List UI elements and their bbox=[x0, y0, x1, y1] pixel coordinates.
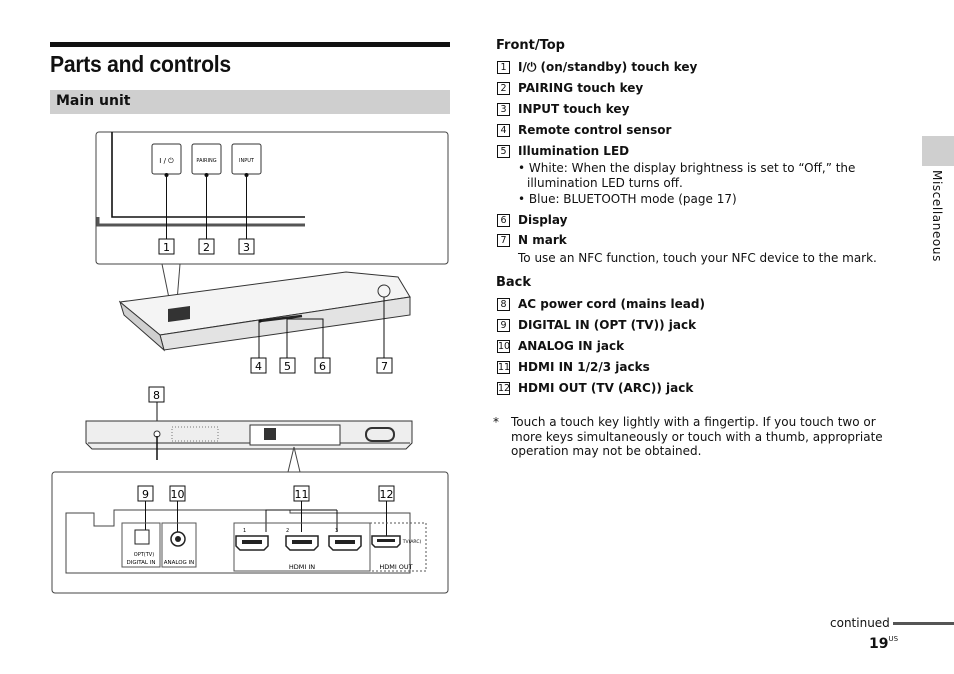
svg-text:7: 7 bbox=[381, 360, 388, 373]
svg-text:2: 2 bbox=[203, 241, 210, 254]
continued-label: continued bbox=[830, 616, 890, 630]
svg-text:4: 4 bbox=[255, 360, 262, 373]
svg-text:1: 1 bbox=[243, 528, 246, 534]
touch-key-power: I / ⏻ bbox=[151, 143, 182, 177]
touch-key-detail-box bbox=[95, 131, 449, 265]
svg-text:DIGITAL IN: DIGITAL IN bbox=[127, 560, 156, 566]
page-title: Parts and controls bbox=[50, 51, 231, 77]
callout-5: 5 bbox=[279, 357, 296, 374]
svg-text:8: 8 bbox=[153, 389, 160, 402]
speaker-unit-front bbox=[118, 271, 411, 352]
callout-4: 4 bbox=[250, 357, 267, 374]
title-rule bbox=[50, 42, 450, 47]
side-tab-label: Miscellaneous bbox=[930, 170, 944, 262]
section-bar bbox=[50, 90, 450, 114]
svg-text:6: 6 bbox=[319, 360, 326, 373]
svg-text:INPUT: INPUT bbox=[239, 158, 255, 164]
svg-text:3: 3 bbox=[335, 528, 338, 534]
main-unit-illustration: I / ⏻ PAIRING INPUT 1 2 3 4 5 6 7 8 bbox=[51, 131, 449, 594]
callout-12: 12 bbox=[378, 485, 395, 502]
callout-9: 9 bbox=[137, 485, 154, 502]
led-note-blue: • Blue: BLUETOOTH mode (page 17) bbox=[518, 192, 737, 206]
touch-key-input: INPUT bbox=[231, 143, 262, 177]
side-tab-marker bbox=[922, 136, 954, 166]
svg-text:OPT(TV): OPT(TV) bbox=[134, 552, 154, 558]
section-title: Main unit bbox=[56, 93, 131, 109]
analog-in-jack: ANALOG IN bbox=[161, 522, 197, 568]
callout-8: 8 bbox=[148, 386, 165, 403]
callout-3: 3 bbox=[238, 238, 255, 255]
page-number: 19US bbox=[869, 635, 899, 652]
led-note-white-cont: illumination LED turns off. bbox=[527, 176, 683, 190]
svg-text:9: 9 bbox=[142, 488, 149, 501]
svg-text:11: 11 bbox=[295, 488, 309, 501]
svg-text:HDMI OUT: HDMI OUT bbox=[379, 563, 412, 571]
speaker-unit-back bbox=[85, 420, 413, 450]
footnote-mark: * bbox=[493, 415, 499, 429]
callout-11: 11 bbox=[293, 485, 310, 502]
svg-text:10: 10 bbox=[171, 488, 185, 501]
hdmi-out-jack: TV(ARC) HDMI OUT bbox=[369, 522, 427, 572]
page-suffix: US bbox=[888, 635, 899, 643]
touch-key-pairing: PAIRING bbox=[191, 143, 222, 177]
footnote: * Touch a touch key lightly with a finge… bbox=[493, 415, 888, 459]
svg-text:1: 1 bbox=[163, 241, 170, 254]
svg-text:5: 5 bbox=[284, 360, 291, 373]
callout-1: 1 bbox=[158, 238, 175, 255]
callout-6: 6 bbox=[314, 357, 331, 374]
jack-detail-box bbox=[51, 471, 449, 594]
svg-text:I / ⏻: I / ⏻ bbox=[159, 157, 174, 165]
callout-2: 2 bbox=[198, 238, 215, 255]
digital-in-jack: OPT(TV) DIGITAL IN bbox=[121, 522, 161, 568]
svg-text:HDMI IN: HDMI IN bbox=[289, 563, 315, 571]
svg-text:2: 2 bbox=[286, 528, 289, 534]
front-top-heading: Front/Top bbox=[496, 38, 565, 53]
svg-text:ANALOG IN: ANALOG IN bbox=[164, 560, 195, 566]
svg-text:12: 12 bbox=[380, 488, 394, 501]
led-note-white: • White: When the display brightness is … bbox=[518, 161, 856, 175]
callout-10: 10 bbox=[169, 485, 186, 502]
svg-text:PAIRING: PAIRING bbox=[196, 158, 216, 164]
back-heading: Back bbox=[496, 275, 532, 290]
hdmi-in-jacks: 1 2 3 HDMI IN bbox=[233, 522, 371, 572]
nfc-note: To use an NFC function, touch your NFC d… bbox=[518, 251, 877, 265]
svg-text:3: 3 bbox=[243, 241, 250, 254]
continued-rule bbox=[893, 622, 954, 625]
footnote-text: Touch a touch key lightly with a fingert… bbox=[511, 415, 883, 458]
svg-text:TV(ARC): TV(ARC) bbox=[402, 539, 422, 545]
callout-7: 7 bbox=[376, 357, 393, 374]
